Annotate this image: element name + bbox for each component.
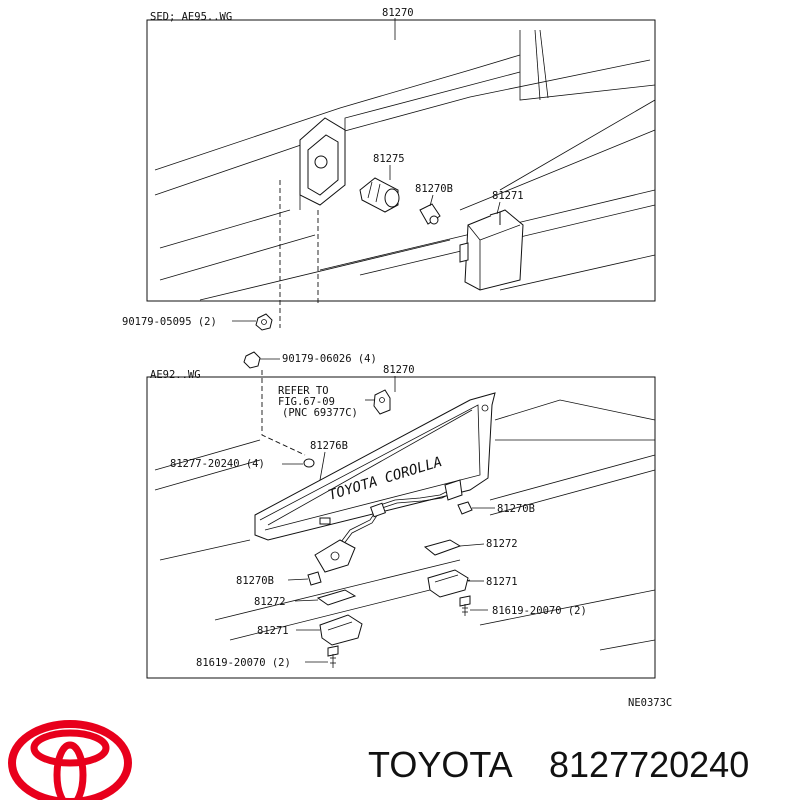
socket-left bbox=[314, 539, 356, 573]
label-90179-06026: 90179-06026 (4) bbox=[282, 353, 377, 365]
label-81275: 81275 bbox=[373, 153, 405, 165]
reference-clip bbox=[365, 389, 391, 415]
top-lens-81271 bbox=[459, 209, 524, 291]
top-panel: SED; AE95..WG 81270 bbox=[146, 7, 656, 328]
diagram-code: NE0373C bbox=[628, 697, 672, 709]
top-variant-label: SED; AE95..WG bbox=[150, 11, 232, 23]
label-81276B: 81276B bbox=[310, 440, 348, 452]
refer-line-1: REFER TO bbox=[278, 385, 329, 397]
toyota-logo bbox=[8, 720, 132, 800]
label-81272-right: 81272 bbox=[486, 538, 518, 550]
garnish-bar-81276B: TOYOTA COROLLA bbox=[254, 392, 496, 541]
refer-line-3: (PNC 69377C) bbox=[282, 407, 358, 419]
lens-81271-right bbox=[427, 569, 484, 598]
gasket-81272-right bbox=[423, 539, 485, 556]
lens-81271-left bbox=[296, 614, 363, 646]
wire-harness bbox=[319, 479, 463, 554]
top-tailgate-outline bbox=[154, 29, 656, 301]
gasket-81272-left bbox=[294, 589, 357, 606]
label-screw-right: 81619-20070 (2) bbox=[492, 605, 587, 617]
screw-left bbox=[305, 645, 339, 668]
bottom-main-part-label: 81270 bbox=[383, 364, 415, 376]
label-81271-left: 81271 bbox=[257, 625, 289, 637]
washer-81277 bbox=[282, 458, 315, 468]
label-90179-05095: 90179-05095 (2) bbox=[122, 316, 217, 328]
label-81270B-left: 81270B bbox=[236, 575, 274, 587]
label-81272-left: 81272 bbox=[254, 596, 286, 608]
top-bulb-81270B bbox=[419, 203, 441, 225]
brand-name: TOYOTA bbox=[368, 744, 513, 785]
bottom-fastener-top: 90179-06026 (4) bbox=[243, 351, 377, 369]
top-lamp-bracket bbox=[299, 117, 346, 206]
label-81270B-right: 81270B bbox=[497, 503, 535, 515]
top-panel-frame bbox=[146, 19, 656, 302]
bottom-panel: AE92..WG 81270 REFER TO FIG.67-09 (PNC 6… bbox=[146, 364, 656, 679]
bottom-variant-label: AE92..WG bbox=[150, 369, 201, 381]
label-81277: 81277-20240 (4) bbox=[170, 458, 265, 470]
bulb-81270B-left bbox=[287, 571, 322, 586]
bottom-panel-frame bbox=[146, 376, 656, 679]
top-socket-81275 bbox=[359, 177, 400, 213]
label-81270B-top: 81270B bbox=[415, 183, 453, 195]
label-81271-right: 81271 bbox=[486, 576, 518, 588]
bulb-81270B-right bbox=[457, 501, 495, 515]
label-screw-left: 81619-20070 (2) bbox=[196, 657, 291, 669]
top-main-part-label: 81270 bbox=[382, 7, 414, 19]
bottom-tailgate-outline bbox=[154, 399, 656, 651]
label-81271-top: 81271 bbox=[492, 190, 524, 202]
refer-line-2: FIG.67-09 bbox=[278, 396, 335, 408]
top-fastener: 90179-05095 (2) bbox=[122, 313, 273, 331]
screw-right bbox=[459, 595, 488, 616]
part-number: 8127720240 bbox=[549, 744, 749, 785]
